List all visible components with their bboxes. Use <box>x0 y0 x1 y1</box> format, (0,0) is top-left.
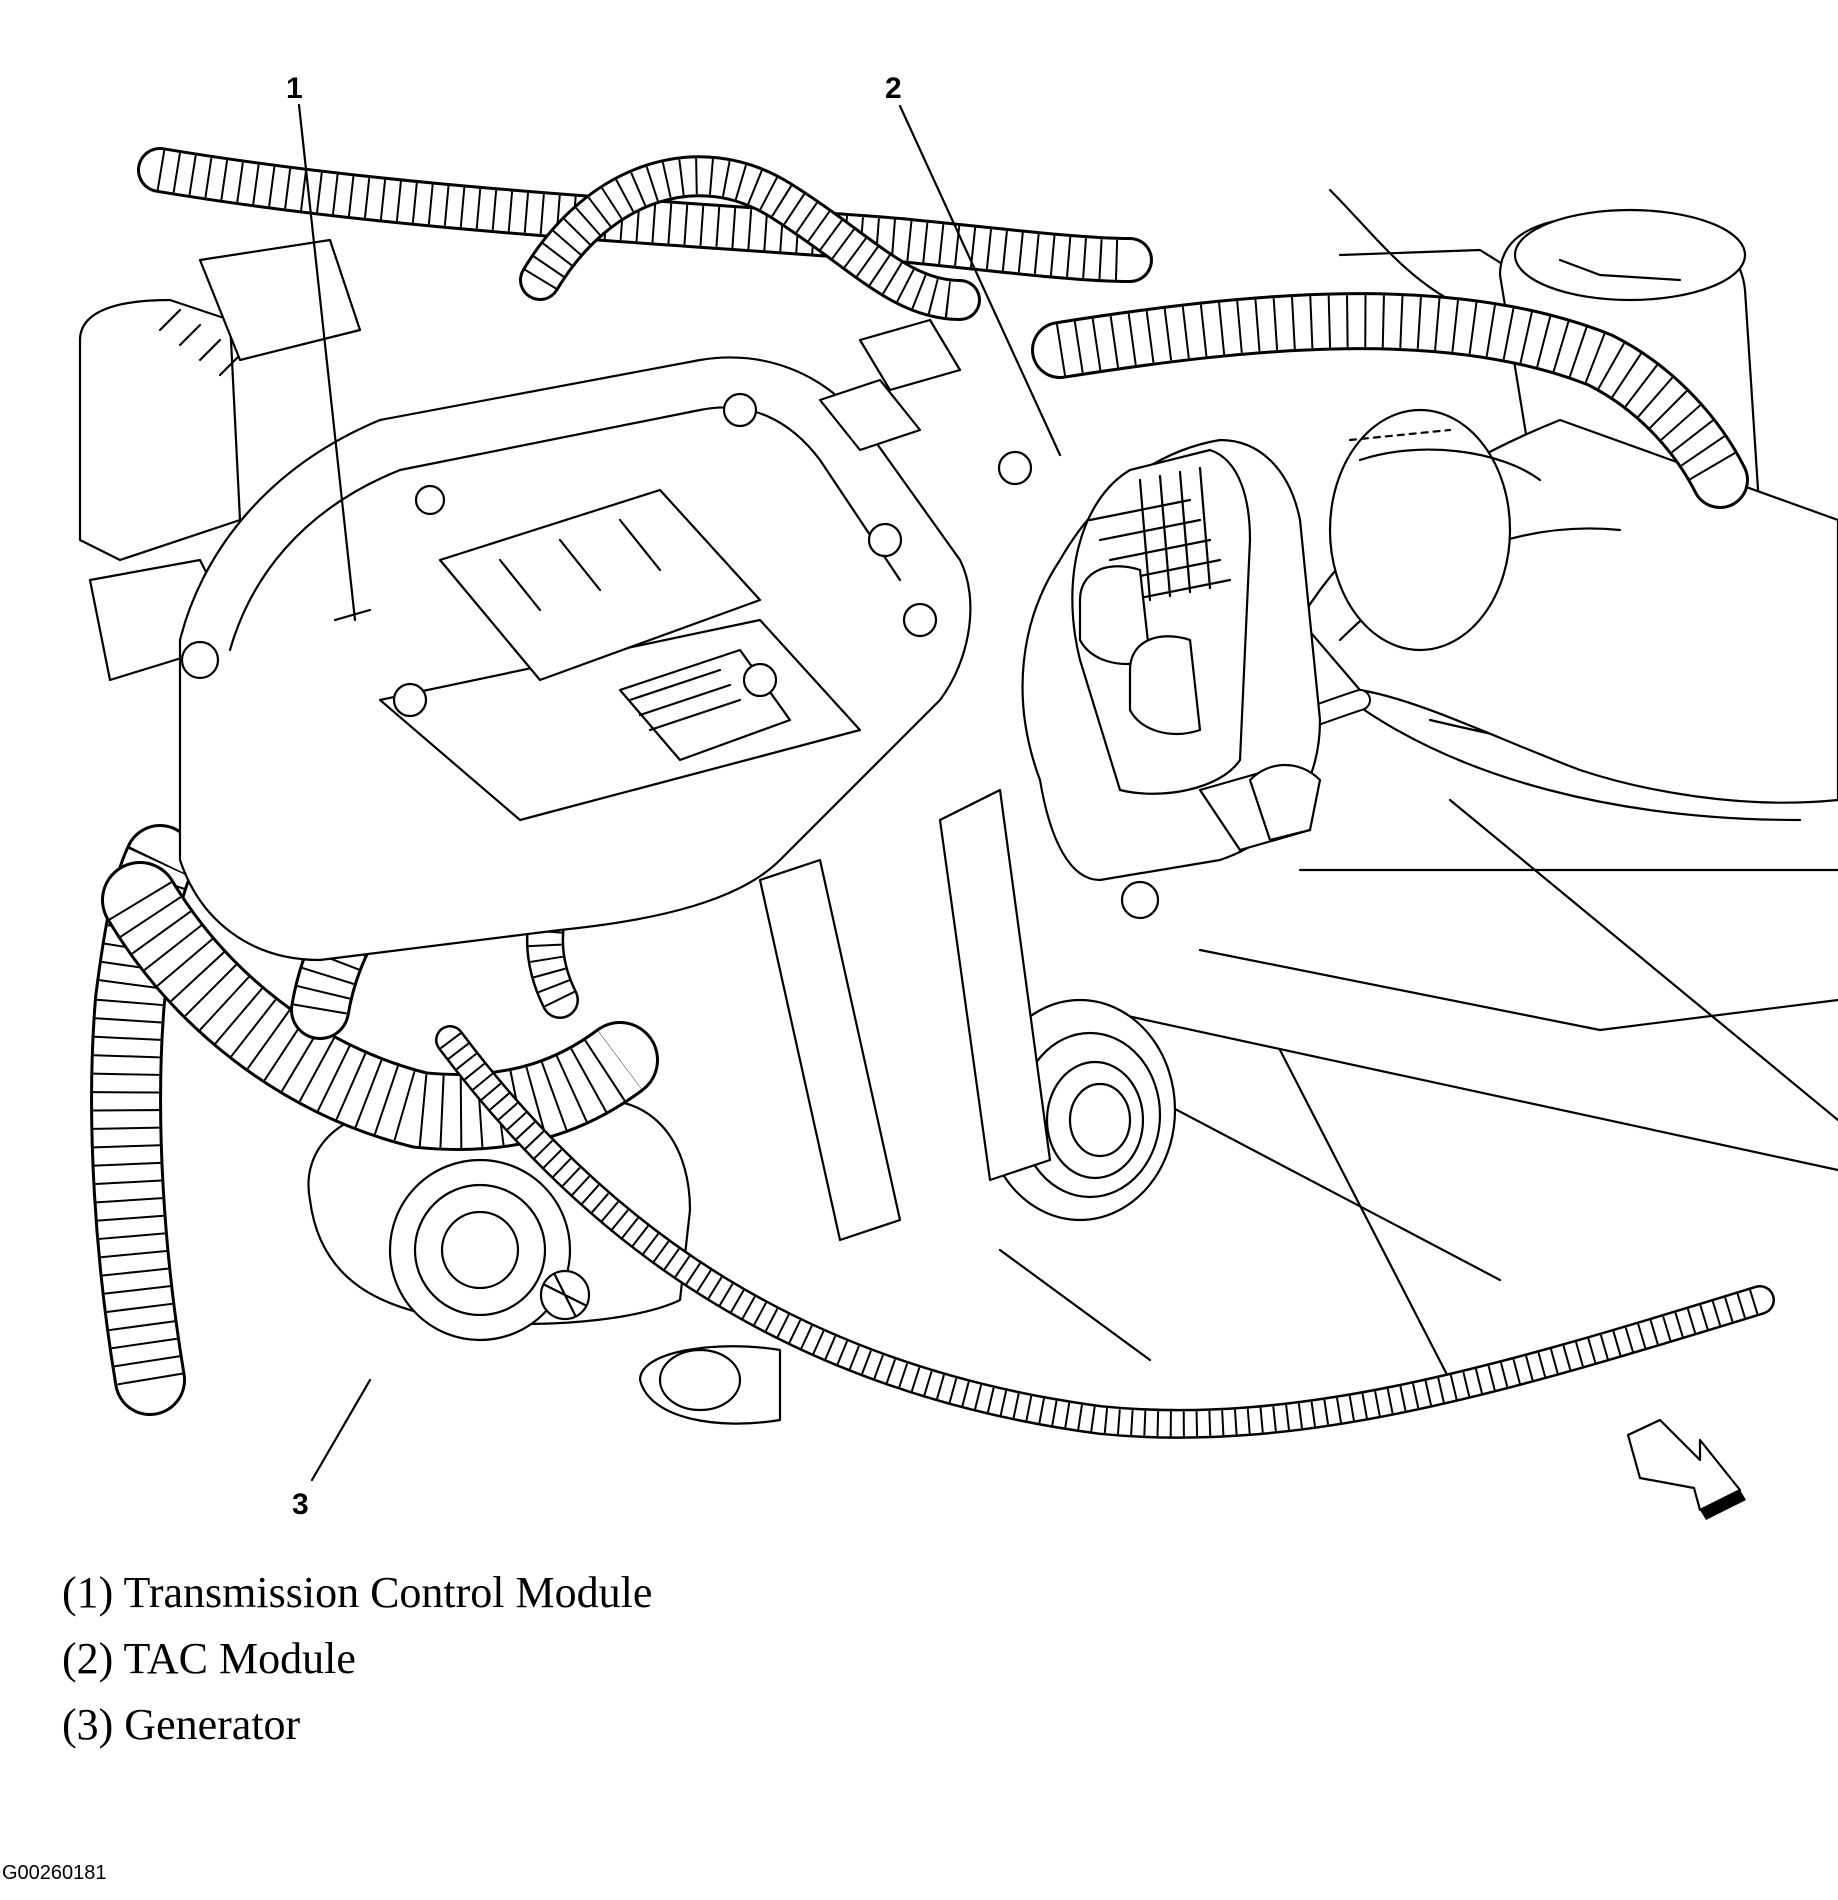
tac-module <box>999 440 1320 918</box>
left-bracket-connectors <box>80 240 360 680</box>
callout-number-1: 1 <box>286 72 303 105</box>
figure-id: G00260181 <box>2 1862 107 1884</box>
drive-belt-and-pulleys <box>760 790 1175 1240</box>
callout-1-tick <box>335 610 370 620</box>
intake-duct <box>1300 410 1838 820</box>
transmission-control-module <box>180 320 970 960</box>
legend-item-tac-module: (2) TAC Module <box>62 1634 356 1683</box>
legend: (1) Transmission Control Module (2) TAC … <box>62 1560 652 1758</box>
legend-item-generator: (3) Generator <box>62 1700 301 1749</box>
forward-direction-arrow-icon <box>1628 1420 1746 1520</box>
callout-leaders <box>299 105 1060 1480</box>
engine-compartment-illustration <box>0 0 1838 1520</box>
callout-number-3: 3 <box>292 1488 309 1521</box>
legend-item-transmission-control-module: (1) Transmission Control Module <box>62 1568 653 1617</box>
callout-number-2: 2 <box>885 72 902 105</box>
